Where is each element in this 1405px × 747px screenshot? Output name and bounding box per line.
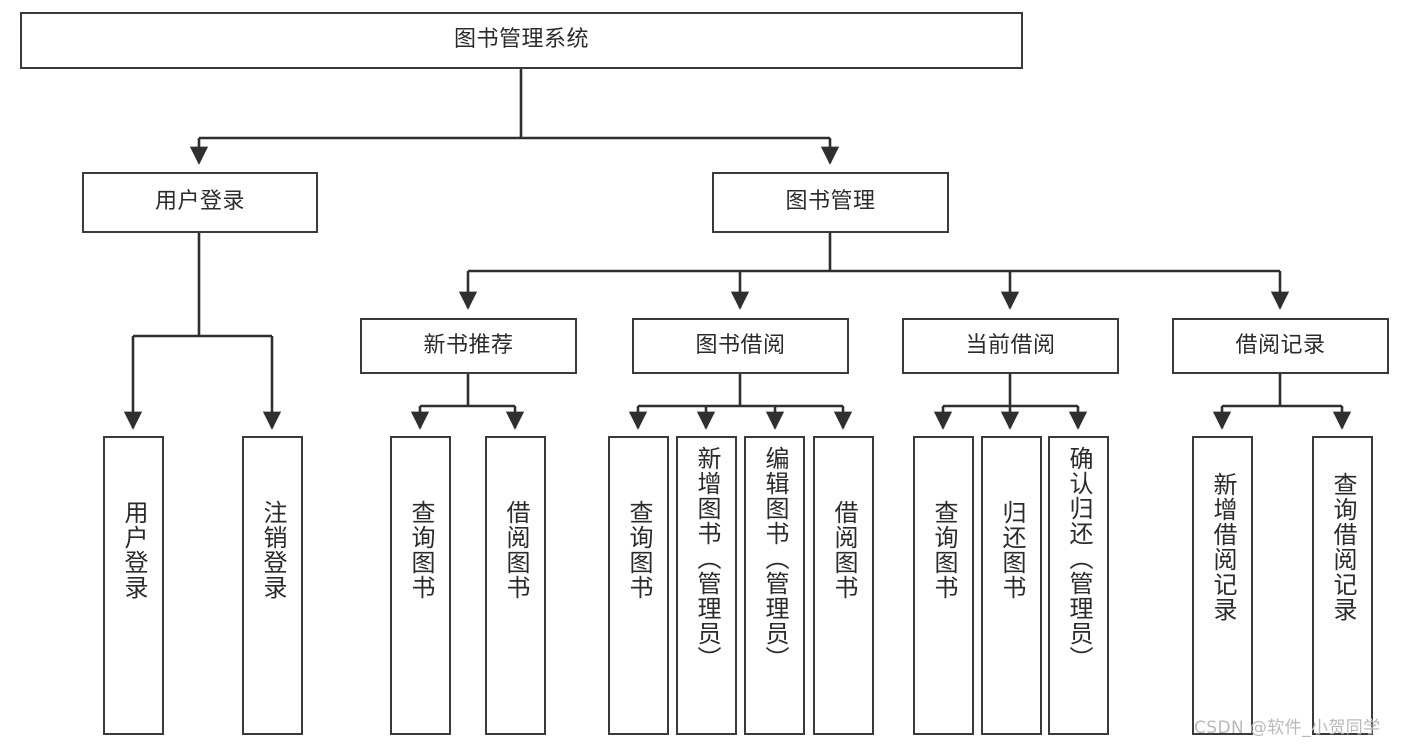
leaf-query-book-3-label: 查询图书 bbox=[929, 500, 958, 600]
leaf-add-record[interactable]: 新增借阅记录 bbox=[1192, 436, 1253, 735]
leaf-user-login-label: 用户登录 bbox=[119, 500, 148, 600]
leaf-query-book-3[interactable]: 查询图书 bbox=[913, 436, 974, 735]
leaf-borrow-book-1[interactable]: 借阅图书 bbox=[485, 436, 546, 735]
leaf-query-record[interactable]: 查询借阅记录 bbox=[1312, 436, 1373, 735]
leaf-add-book-label: 新增图书（管理员） bbox=[692, 446, 721, 671]
node-borrow-record[interactable]: 借阅记录 bbox=[1172, 318, 1389, 374]
watermark: CSDN @软件_小贺同学 bbox=[1194, 718, 1381, 738]
node-root[interactable]: 图书管理系统 bbox=[20, 12, 1023, 69]
node-book-management-label: 图书管理 bbox=[785, 189, 876, 215]
leaf-user-login[interactable]: 用户登录 bbox=[103, 436, 164, 735]
node-user-login-label: 用户登录 bbox=[154, 189, 245, 215]
node-book-management[interactable]: 图书管理 bbox=[712, 172, 949, 233]
leaf-add-record-label: 新增借阅记录 bbox=[1208, 472, 1237, 622]
leaf-confirm-return[interactable]: 确认归还（管理员） bbox=[1048, 436, 1109, 735]
node-current-borrow-label: 当前借阅 bbox=[965, 332, 1056, 358]
leaf-query-record-label: 查询借阅记录 bbox=[1328, 472, 1357, 622]
node-book-borrow-label: 图书借阅 bbox=[695, 332, 786, 358]
node-new-book-recommend[interactable]: 新书推荐 bbox=[360, 318, 577, 374]
leaf-query-book-2-label: 查询图书 bbox=[624, 500, 653, 600]
leaf-query-book-1-label: 查询图书 bbox=[406, 500, 435, 600]
node-user-login[interactable]: 用户登录 bbox=[82, 172, 318, 233]
node-root-label: 图书管理系统 bbox=[453, 27, 589, 53]
node-book-borrow[interactable]: 图书借阅 bbox=[632, 318, 849, 374]
leaf-edit-book-label: 编辑图书（管理员） bbox=[760, 446, 789, 671]
leaf-borrow-book-2-label: 借阅图书 bbox=[829, 500, 858, 600]
leaf-add-book[interactable]: 新增图书（管理员） bbox=[676, 436, 737, 735]
leaf-query-book-2[interactable]: 查询图书 bbox=[608, 436, 669, 735]
leaf-logout-login-label: 注销登录 bbox=[258, 500, 287, 600]
leaf-return-book[interactable]: 归还图书 bbox=[981, 436, 1042, 735]
leaf-return-book-label: 归还图书 bbox=[997, 500, 1026, 600]
node-new-book-recommend-label: 新书推荐 bbox=[423, 332, 514, 358]
leaf-edit-book[interactable]: 编辑图书（管理员） bbox=[744, 436, 805, 735]
leaf-borrow-book-1-label: 借阅图书 bbox=[501, 500, 530, 600]
leaf-query-book-1[interactable]: 查询图书 bbox=[390, 436, 451, 735]
node-current-borrow[interactable]: 当前借阅 bbox=[902, 318, 1119, 374]
leaf-logout-login[interactable]: 注销登录 bbox=[242, 436, 303, 735]
leaf-confirm-return-label: 确认归还（管理员） bbox=[1064, 446, 1093, 671]
node-borrow-record-label: 借阅记录 bbox=[1235, 332, 1326, 358]
leaf-borrow-book-2[interactable]: 借阅图书 bbox=[813, 436, 874, 735]
